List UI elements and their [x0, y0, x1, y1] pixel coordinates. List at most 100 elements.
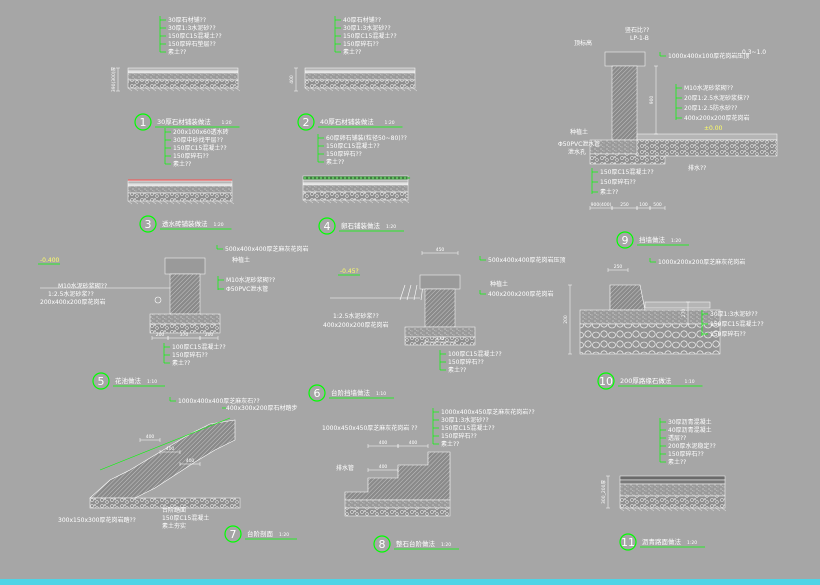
soil-hatch	[715, 507, 721, 512]
note-text: 150厚碎石垫层??	[168, 40, 216, 48]
detail-number-circle	[92, 372, 110, 390]
note-text: 40厚石材铺??	[343, 16, 381, 24]
note-text: 150厚C15混凝土??	[441, 424, 495, 432]
note-text: 1000x400x100厚花岗岩压顶	[668, 52, 749, 60]
soil-hatch	[193, 87, 199, 92]
detail-number-circle	[134, 113, 152, 131]
note-text: 台阶踏面	[162, 506, 186, 514]
note-text: 300x150x300厚花岗岩踏??	[58, 516, 136, 524]
soil-hatch	[308, 199, 314, 204]
note-text: 200x100x60透水砖	[173, 128, 229, 136]
detail-9: 竖石比??LP-1-B顶标高0.3~1.01000x400x100厚花岗岩压顶M…	[558, 26, 778, 249]
note-text: 150厚C15混凝土??	[168, 32, 222, 40]
soil-hatch	[625, 507, 631, 512]
note-text: 150厚碎石??	[448, 358, 484, 366]
dimension-label: 270	[681, 309, 687, 318]
note-text: 150厚C15混凝土??	[343, 32, 397, 40]
pebble	[391, 176, 395, 180]
surface-layer	[304, 67, 416, 72]
concrete-base	[344, 499, 451, 509]
soil-hatch	[392, 199, 398, 204]
dimension-label: 250	[614, 264, 623, 270]
dimension-label: 400	[409, 440, 418, 446]
note-text: 30厚1:3水泥砂??	[343, 24, 391, 32]
retaining-wall	[611, 65, 638, 141]
pebble	[407, 176, 411, 180]
soil-hatch	[145, 87, 151, 92]
dimension-label: 450	[436, 247, 445, 253]
surface-layer	[127, 180, 233, 185]
concrete-layer	[127, 185, 233, 194]
soil-hatch	[679, 507, 685, 512]
soil-hatch	[139, 87, 145, 92]
concrete-base	[404, 326, 476, 338]
note-text: 150厚C15混凝土??	[600, 168, 654, 176]
note-text: 150厚碎石??	[668, 450, 704, 458]
note-text: Φ50PVC泄水管	[558, 140, 600, 148]
note-list: 500x400x400厚芝麻灰花岗岩	[216, 245, 308, 253]
detail-title-text: 透水砖铺装做法	[162, 219, 208, 228]
note-text: 150厚碎石??	[326, 150, 362, 158]
note-list: 60厚卵石铺装(粒径50~80)??150厚C15混凝土??150厚碎石??素土…	[317, 134, 407, 166]
dimension-label: 500	[653, 202, 662, 208]
pebble	[395, 176, 399, 180]
detail-number-circle	[139, 215, 157, 233]
road-surface	[644, 301, 711, 309]
stone-step-section	[344, 451, 451, 501]
detail-number-circle	[297, 113, 315, 131]
detail-number: 1	[140, 116, 147, 129]
soil-hatch	[655, 507, 661, 512]
note-text: 100厚C15混凝土??	[448, 350, 502, 358]
note-list: 40厚石材铺??30厚1:3水泥砂??150厚C15混凝土??150厚碎石??素…	[334, 16, 397, 56]
soil-hatch	[175, 87, 181, 92]
pebble	[335, 176, 339, 180]
soil-hatch	[175, 200, 181, 205]
gravel-base	[149, 323, 221, 334]
note-list: 1000x400x400厚芝麻灰石??	[169, 397, 260, 405]
note-text: 1:2.5水泥砂浆??	[333, 312, 379, 320]
detail-scale: 1:20	[441, 542, 451, 548]
detail-title-text: 台阶挡墙做法	[331, 388, 371, 397]
pebble	[375, 176, 379, 180]
soil-hatch	[181, 200, 187, 205]
soil-hatch	[697, 507, 703, 512]
detail-2: 40厚石材铺??30厚1:3水泥砂??150厚C15混凝土??150厚碎石??素…	[289, 16, 418, 131]
soil-hatch	[157, 200, 163, 205]
coping-stone	[419, 274, 461, 290]
pebble	[351, 176, 355, 180]
detail-number-circle	[616, 231, 634, 249]
pebble	[339, 176, 343, 180]
masonry-wall	[169, 273, 201, 315]
note-text: 素土??	[172, 359, 190, 367]
pebble	[347, 176, 351, 180]
detail-1: 30厚石材铺??30厚1:3水泥砂??150厚C15混凝土??150厚碎石垫层?…	[111, 16, 241, 131]
note-text: 种植土	[232, 256, 250, 264]
note-text: 40厚沥青混凝土	[668, 426, 712, 434]
note-list: 400x200x200厚花岗岩	[479, 290, 553, 298]
paving-gravel	[636, 139, 778, 157]
note-text: M10水泥砂浆砌??	[58, 282, 107, 290]
detail-title-text: 40厚石材铺装做法	[320, 117, 374, 126]
detail-number: 11	[621, 536, 635, 549]
detail-scale: 1:10	[147, 379, 157, 385]
soil-hatch	[169, 87, 175, 92]
note-text: LP-1-B	[630, 35, 649, 42]
elevation-label: -0.400	[40, 257, 60, 264]
pebble	[379, 176, 383, 180]
soil-hatch	[310, 87, 316, 92]
gravel-base	[344, 507, 451, 517]
detail-number: 9	[622, 234, 629, 247]
detail-scale: 1:20	[687, 540, 697, 546]
pebble	[363, 176, 367, 180]
soil-hatch	[322, 87, 328, 92]
cyan-bottom-strip	[0, 579, 820, 585]
pebble	[327, 176, 331, 180]
elevation-label: -0.45?	[340, 268, 359, 275]
pebble	[403, 176, 407, 180]
note-text: 400x200x200厚花岗岩	[684, 114, 749, 122]
note-text: 500x400x400厚花岗岩压顶	[488, 256, 565, 264]
detail-scale: 1:20	[222, 120, 232, 126]
soil-hatch	[187, 200, 193, 205]
